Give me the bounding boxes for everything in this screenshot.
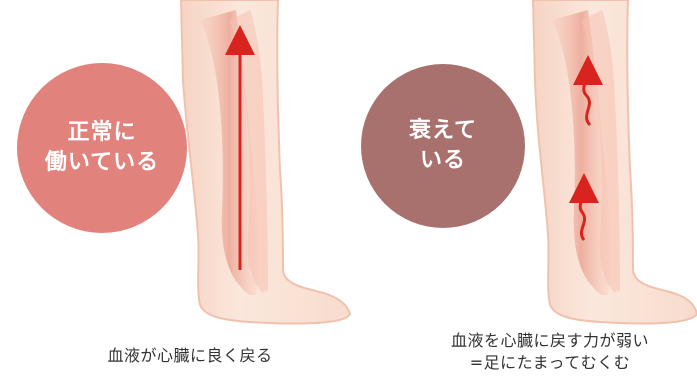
caption-weak: 血液を心臓に戻す力が弱い =足にたまってむくむ <box>405 330 695 373</box>
circle-weak-line-2: いる <box>420 146 466 176</box>
circle-normal-line-2: 働いている <box>45 148 159 178</box>
leg-normal <box>181 0 350 323</box>
caption-weak-line-2: =足にたまってむくむ <box>405 352 695 374</box>
caption-weak-line-1: 血液を心臓に戻す力が弱い <box>405 330 695 352</box>
caption-normal-line-1: 血液が心臓に良く戻る <box>107 346 272 365</box>
circle-normal-line-1: 正常に <box>67 118 136 148</box>
circle-weak-line-1: 衰えて <box>409 116 477 146</box>
leg-weak <box>533 0 697 323</box>
circle-normal-label: 正常に 働いている <box>17 63 187 233</box>
caption-normal: 血液が心臓に良く戻る <box>70 345 310 367</box>
circle-weak-label: 衰えて いる <box>361 64 525 228</box>
